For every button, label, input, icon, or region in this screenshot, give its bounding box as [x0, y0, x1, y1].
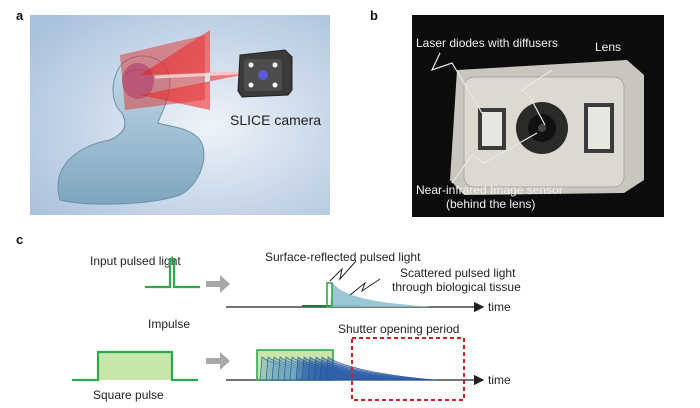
- panel-label-b: b: [370, 8, 378, 23]
- panel-c-diagram: [72, 257, 485, 401]
- laser-beam-cone: [140, 30, 262, 110]
- panel-label-a: a: [16, 8, 24, 23]
- impulse-waveform: [145, 257, 200, 289]
- lens-label: Lens: [595, 40, 622, 54]
- shutter-opening-box: [351, 337, 465, 401]
- surface-reflected-leader: [329, 260, 357, 282]
- impulse-label: Impulse: [148, 317, 191, 331]
- slice-camera-icon: [237, 49, 293, 98]
- scattered-curve: [301, 356, 413, 381]
- time-axis-label-top: time: [488, 300, 511, 314]
- scattered-curve: [277, 356, 389, 381]
- scattered-label-line1: Scattered pulsed light: [400, 266, 516, 280]
- sensor-label-line2: (behind the lens): [446, 197, 536, 211]
- scattered-curve: [265, 356, 377, 381]
- input-pulsed-light-title: Input pulsed light: [90, 254, 181, 268]
- panel-b-photo: [412, 15, 664, 217]
- scattered-light-curve-top: [330, 283, 430, 307]
- scattered-curve: [319, 356, 431, 381]
- surface-reflected-label: Surface-reflected pulsed light: [265, 250, 421, 264]
- camera-device-icon: [450, 60, 644, 195]
- scattered-leader: [349, 278, 381, 296]
- scattered-curve: [259, 356, 371, 381]
- gray-arrow-bottom-icon: [206, 352, 230, 370]
- shutter-opening-label: Shutter opening period: [338, 322, 460, 336]
- scattered-label-line2: through biological tissue: [392, 280, 521, 294]
- panel-label-c: c: [16, 232, 24, 247]
- scattered-curve: [295, 356, 407, 381]
- gray-arrow-top-icon: [206, 275, 230, 293]
- time-axis-label-bottom: time: [488, 373, 511, 387]
- scattered-curve: [307, 356, 419, 381]
- scattered-curve: [325, 356, 437, 381]
- sensor-label-line1: Near-infrared Image sensor: [416, 183, 563, 197]
- square-pulse-fill: [98, 352, 172, 380]
- annotation-leaders: [430, 52, 553, 184]
- square-pulse-label: Square pulse: [93, 388, 164, 402]
- scattered-curve: [271, 356, 383, 381]
- square-pulse-waveform: [72, 350, 198, 382]
- surface-reflected-pulse: [326, 282, 333, 308]
- scattered-curve: [289, 356, 401, 381]
- laser-diodes-label: Laser diodes with diffusers: [416, 36, 558, 50]
- panel-a-illustration: [30, 15, 330, 215]
- scattered-curves-stack: [259, 356, 437, 381]
- slice-camera-label: SLICE camera: [230, 112, 322, 128]
- scattered-curve: [283, 356, 395, 381]
